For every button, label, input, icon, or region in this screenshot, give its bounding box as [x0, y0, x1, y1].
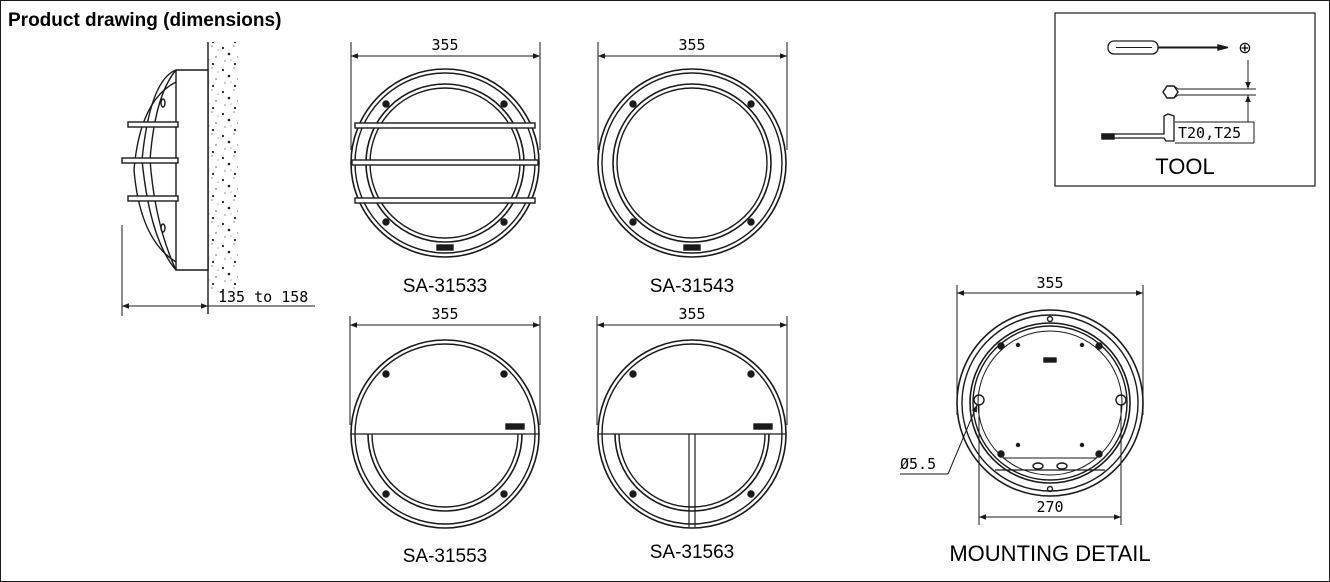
width-label: 355: [431, 36, 458, 54]
mounting-hole: [973, 394, 985, 406]
screw: [629, 100, 637, 108]
base-outer-ring: [956, 309, 1144, 497]
label-plate: [1043, 357, 1057, 363]
housing-body: [141, 69, 209, 271]
model-caption: SA-31533: [403, 276, 488, 297]
screw: [500, 100, 508, 108]
side-view: 135 to 158: [121, 42, 315, 316]
screw: [997, 450, 1005, 458]
screw: [747, 370, 755, 378]
model-caption: SA-31553: [403, 546, 488, 567]
model-caption: SA-31563: [650, 542, 735, 563]
guard-bar-middle: [351, 159, 539, 166]
phillips-symbol: ⊕: [1238, 38, 1251, 57]
screw: [629, 490, 637, 498]
screw: [629, 218, 637, 226]
screw: [500, 218, 508, 226]
base-inner-ring: [969, 322, 1131, 484]
mounting-hole: [1115, 394, 1127, 406]
screw: [747, 490, 755, 498]
screw: [382, 490, 390, 498]
guard-bar-bottom: [354, 197, 536, 204]
inner-label: 270: [1036, 498, 1063, 516]
hole-label: Ø5.5: [900, 455, 936, 473]
hole-leader: [947, 404, 978, 475]
variant-sa-31553: 355 SA-31553: [349, 305, 541, 567]
screw: [382, 370, 390, 378]
tool-caption: TOOL: [1155, 154, 1215, 179]
outer-ring: [350, 68, 540, 258]
tool-box-frame: [1054, 12, 1316, 187]
screw: [382, 100, 390, 108]
lower-inner-ring: [614, 433, 770, 512]
variant-sa-31543: 355 SA-31543: [597, 36, 788, 297]
cable-entry: [1032, 462, 1044, 470]
outer-ring: [597, 68, 787, 258]
label-plate: [436, 244, 454, 251]
screw: [1095, 450, 1103, 458]
screw: [500, 490, 508, 498]
inner-ring: [612, 83, 772, 243]
width-label: 355: [431, 305, 458, 323]
screw: [1095, 342, 1103, 350]
bit-size-label: T20,T25: [1178, 124, 1241, 142]
wall-hatching: [208, 42, 238, 292]
mounting-detail: 355 Ø5.5: [900, 274, 1151, 566]
model-caption: SA-31543: [650, 276, 735, 297]
glass-dome-outline: [133, 81, 177, 263]
tool-box: ⊕ T20,T25 TOOL: [1054, 12, 1316, 187]
lower-inner-ring: [367, 433, 523, 512]
width-label: 355: [678, 305, 705, 323]
cable-entry: [1056, 462, 1068, 470]
screw: [997, 342, 1005, 350]
screw: [629, 370, 637, 378]
screw: [500, 370, 508, 378]
width-label: 355: [678, 36, 705, 54]
variant-sa-31533: 355 SA-31533: [350, 36, 541, 297]
label-plate: [753, 423, 773, 430]
outer-label: 355: [1036, 274, 1063, 292]
label-plate: [505, 423, 525, 430]
screw: [747, 100, 755, 108]
guard-bar-middle: [121, 157, 179, 164]
guard-bar-bottom: [127, 195, 179, 202]
mounting-caption: MOUNTING DETAIL: [949, 541, 1150, 566]
depth-label: 135 to 158: [218, 288, 308, 306]
variant-sa-31563: 355 SA-31563: [596, 305, 788, 563]
guard-bar-top: [127, 121, 179, 128]
label-plate: [683, 244, 701, 251]
page-title: Product drawing (dimensions): [8, 10, 282, 31]
screw: [747, 218, 755, 226]
screw: [382, 218, 390, 226]
torx-key-icon: [1162, 85, 1179, 99]
guard-bar-top: [354, 122, 536, 129]
